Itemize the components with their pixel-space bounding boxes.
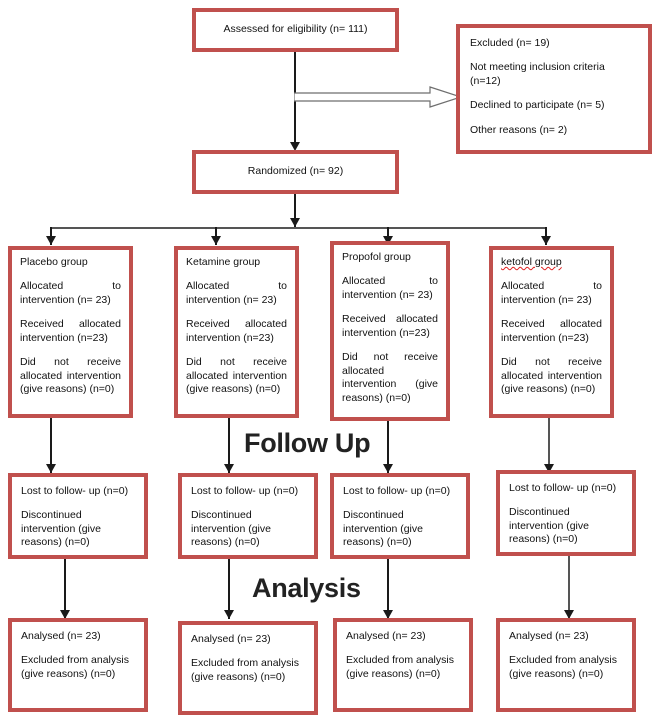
arrowhead-branch-3 (383, 236, 393, 245)
analysis-box-3: Analysed (n= 23) Excluded from analysis … (333, 618, 473, 712)
arrowhead-analysis-2 (224, 610, 234, 619)
allocation-box-placebo: Placebo group Allocated to intervention … (8, 246, 133, 418)
analysis-line: Excluded from analysis (give reasons) (n… (509, 654, 617, 680)
allocation-line: Received allocated intervention (n=23) (20, 318, 121, 344)
arrowhead-branch-4 (541, 236, 551, 245)
arrowhead-randomized-stem (290, 218, 300, 227)
connector-followup-to-analysis-1 (64, 559, 66, 619)
connector-allocation-to-followup-1 (50, 418, 52, 474)
arrowhead-analysis-3 (383, 610, 393, 619)
followup-line: Discontinued intervention (give reasons)… (343, 509, 423, 549)
arrowhead-branch-2 (211, 236, 221, 245)
excluded-line: Declined to participate (n= 5) (470, 99, 605, 112)
randomized-box: Randomized (n= 92) (192, 150, 399, 194)
allocation-box-ketofol: ketofol group Allocated to intervention … (489, 246, 614, 418)
allocation-box-ketamine: Ketamine group Allocated to intervention… (174, 246, 299, 418)
stage-label-analysis: Analysis (252, 573, 361, 603)
analysis-line: Excluded from analysis (give reasons) (n… (191, 657, 299, 683)
followup-box-2: Lost to follow- up (n=0) Discontinued in… (178, 473, 318, 559)
followup-line: Discontinued intervention (give reasons)… (509, 506, 589, 546)
allocation-group-title: Propofol group (342, 251, 411, 263)
block-arrow-icon (293, 86, 463, 108)
allocation-line: Received allocated intervention (n=23) (342, 313, 438, 339)
allocation-line: Did not receive allocated intervention (… (501, 356, 602, 396)
arrowhead-followup-2 (224, 464, 234, 473)
analysis-box-1: Analysed (n= 23) Excluded from analysis … (8, 618, 148, 712)
distribution-bar (50, 227, 545, 229)
analysis-line: Excluded from analysis (give reasons) (n… (21, 654, 129, 680)
connector-allocation-to-followup-3 (387, 421, 389, 474)
allocation-line: Allocated to intervention (n= 23) (186, 280, 287, 306)
analysis-box-4: Analysed (n= 23) Excluded from analysis … (496, 618, 636, 712)
analysis-line: Analysed (n= 23) (21, 630, 101, 642)
followup-line: Discontinued intervention (give reasons)… (191, 509, 271, 549)
randomized-text: Randomized (n= 92) (247, 165, 344, 178)
allocation-line: Received allocated intervention (n=23) (186, 318, 287, 344)
stage-label-follow-up: Follow Up (244, 428, 371, 458)
excluded-line: Other reasons (n= 2) (470, 123, 568, 136)
allocation-box-propofol: Propofol group Allocated to intervention… (330, 241, 450, 421)
allocation-line: Received allocated intervention (n=23) (501, 318, 602, 344)
allocation-line: Did not receive allocated intervention (… (186, 356, 287, 396)
analysis-line: Analysed (n= 23) (346, 630, 426, 642)
connector-followup-to-analysis-2 (228, 559, 230, 619)
assessed-for-eligibility-box: Assessed for eligibility (n= 111) (192, 8, 399, 52)
connector-assessed-to-excluded (293, 86, 463, 108)
analysis-line: Analysed (n= 23) (509, 630, 589, 642)
allocation-group-title: Placebo group (20, 256, 88, 268)
arrowhead-followup-4 (544, 464, 554, 473)
allocation-line: Did not receive allocated intervention (… (20, 356, 121, 396)
analysis-line: Excluded from analysis (give reasons) (n… (346, 654, 454, 680)
allocation-line: Did not receive allocated intervention (… (342, 351, 438, 404)
excluded-box: Excluded (n= 19) Not meeting inclusion c… (456, 24, 652, 154)
followup-line: Lost to follow- up (n=0) (191, 485, 299, 497)
arrowhead-randomized (290, 142, 300, 151)
analysis-box-2: Analysed (n= 23) Excluded from analysis … (178, 621, 318, 715)
followup-box-1: Lost to follow- up (n=0) Discontinued in… (8, 473, 148, 559)
followup-line: Discontinued intervention (give reasons)… (21, 509, 101, 549)
allocation-group-title-text: ketofol group (501, 256, 562, 268)
allocation-line: Allocated to intervention (n= 23) (501, 280, 602, 306)
connector-followup-to-analysis-3 (387, 559, 389, 619)
excluded-line: Not meeting inclusion criteria (n=12) (470, 61, 605, 87)
excluded-line: Excluded (n= 19) (470, 37, 550, 49)
arrowhead-analysis-1 (60, 610, 70, 619)
followup-line: Lost to follow- up (n=0) (21, 485, 129, 497)
connector-allocation-to-followup-4 (548, 418, 550, 474)
followup-line: Lost to follow- up (n=0) (509, 482, 617, 494)
arrowhead-followup-3 (383, 464, 393, 473)
allocation-group-title: Ketamine group (186, 256, 261, 268)
followup-box-3: Lost to follow- up (n=0) Discontinued in… (330, 473, 470, 559)
followup-line: Lost to follow- up (n=0) (343, 485, 451, 497)
allocation-line: Allocated to intervention (n= 23) (342, 275, 438, 301)
allocation-group-title: ketofol group (501, 256, 602, 269)
connector-allocation-to-followup-2 (228, 418, 230, 474)
followup-box-4: Lost to follow- up (n=0) Discontinued in… (496, 470, 636, 556)
arrowhead-branch-1 (46, 236, 56, 245)
connector-randomized-stem (294, 194, 296, 228)
analysis-line: Analysed (n= 23) (191, 633, 271, 645)
connector-followup-to-analysis-4 (568, 556, 570, 619)
allocation-line: Allocated to intervention (n= 23) (20, 280, 121, 306)
arrowhead-followup-1 (46, 464, 56, 473)
assessed-for-eligibility-text: Assessed for eligibility (n= 111) (223, 23, 368, 36)
arrowhead-analysis-4 (564, 610, 574, 619)
